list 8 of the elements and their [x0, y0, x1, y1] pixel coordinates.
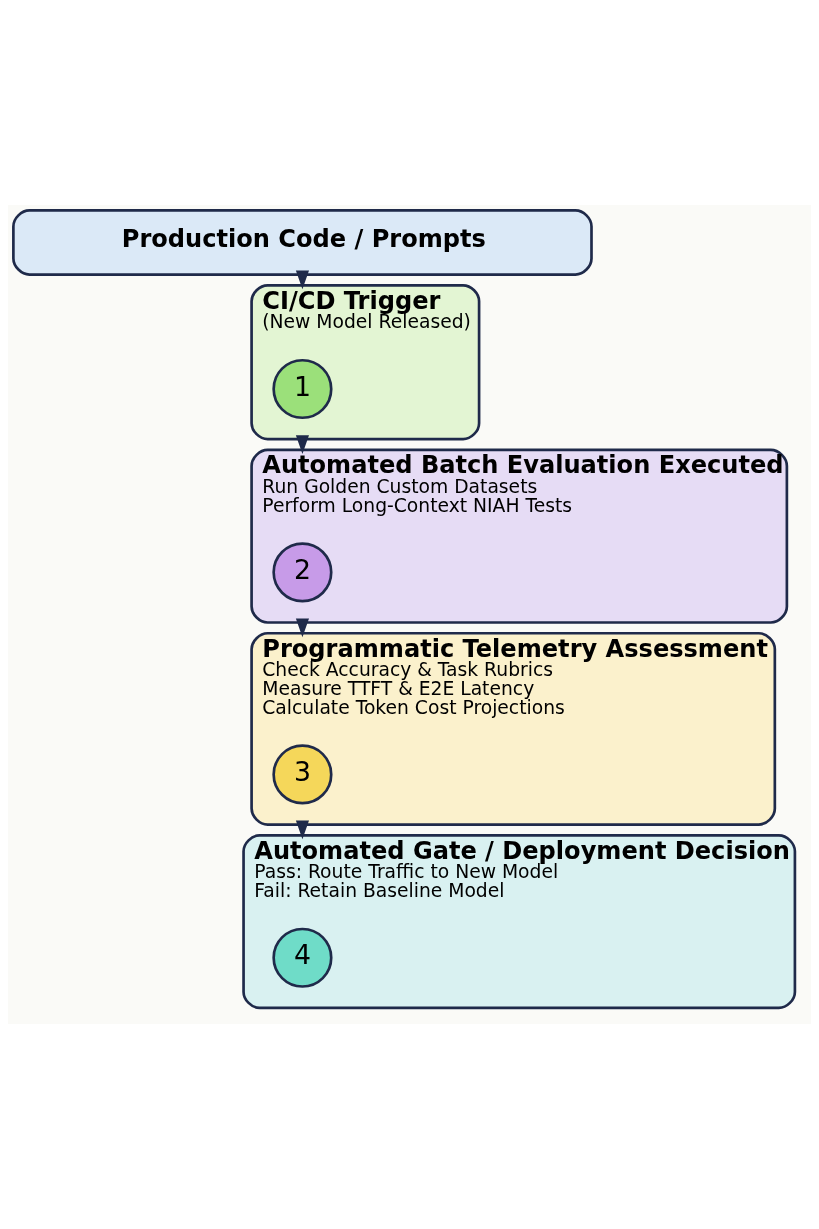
node-circle: 1: [272, 358, 333, 420]
arrow: [295, 435, 309, 454]
arrow: [295, 820, 309, 840]
arrow: [295, 270, 309, 290]
node-circle: 3: [272, 744, 333, 805]
node-circle: 4: [272, 927, 333, 988]
arrow: [295, 618, 309, 638]
node-circle: 2: [272, 542, 333, 603]
